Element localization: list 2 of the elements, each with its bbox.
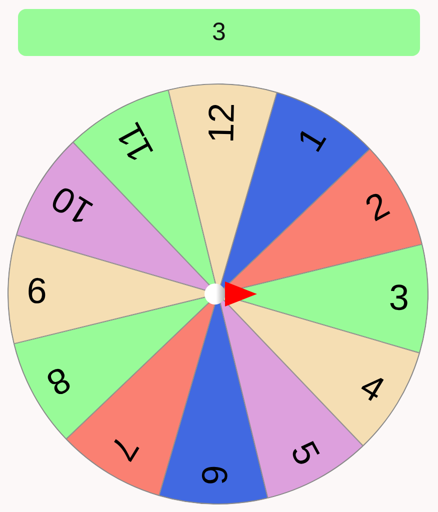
- result-value: 3: [212, 20, 226, 45]
- result-banner: [18, 9, 420, 56]
